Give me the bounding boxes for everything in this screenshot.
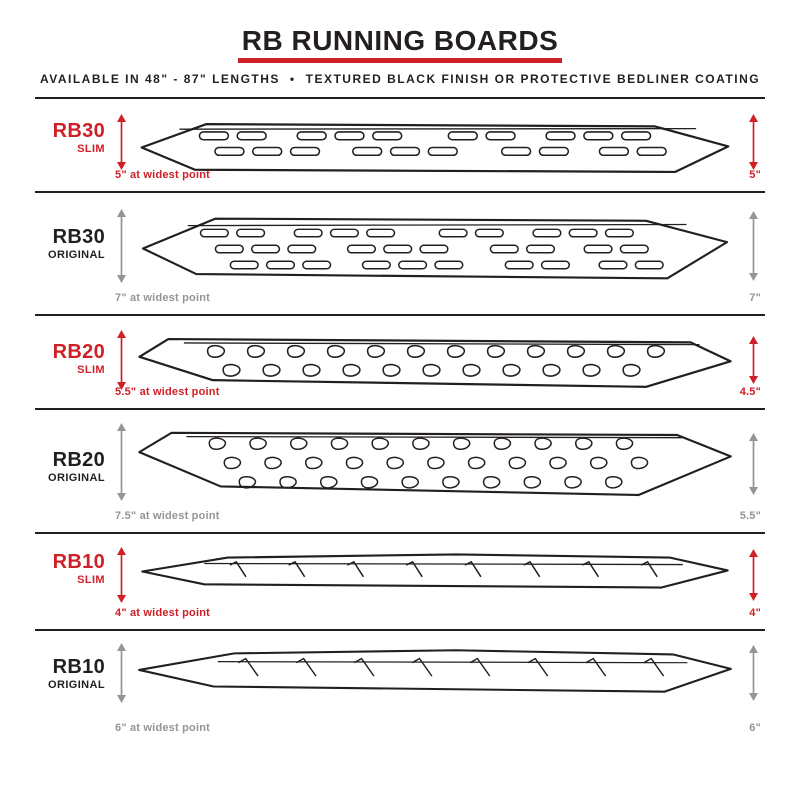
width-measure-arrow — [115, 113, 128, 171]
height-note: 4" — [749, 607, 761, 620]
page-header: RB RUNNING BOARDS AVAILABLE IN 48" - 87"… — [0, 0, 800, 87]
height-note: 7" — [749, 292, 761, 305]
height-measure-arrow — [747, 210, 760, 282]
model-variant: SLIM — [77, 143, 105, 156]
height-measure-arrow — [747, 548, 760, 602]
height-measure-arrow — [747, 113, 760, 171]
model-name: RB10 — [52, 551, 105, 574]
width-note: 4" at widest point — [115, 607, 210, 620]
width-measure-arrow — [115, 642, 128, 704]
board-row-rb20-slim: RB20 SLIM 5.5" at widest point 4.5" — [35, 314, 765, 408]
model-name: RB10 — [52, 656, 105, 679]
width-note: 7.5" at widest point — [115, 510, 220, 523]
width-measure-arrow — [115, 329, 128, 391]
height-note: 4.5" — [739, 386, 761, 399]
board-row-rb10-slim: RB10 SLIM 4" at widest point 4" — [35, 532, 765, 629]
model-label: RB30 ORIGINAL — [35, 227, 105, 261]
height-note: 5" — [749, 169, 761, 182]
width-measure-arrow — [115, 546, 128, 604]
width-note: 5.5" at widest point — [115, 386, 220, 399]
width-note: 6" at widest point — [115, 722, 210, 735]
model-variant: ORIGINAL — [48, 249, 105, 262]
width-note: 7" at widest point — [115, 292, 210, 305]
bullet-separator: • — [289, 72, 296, 87]
subtitle: AVAILABLE IN 48" - 87" LENGTHS • TEXTURED … — [0, 72, 800, 86]
model-label: RB20 SLIM — [35, 342, 105, 376]
rb30-slim-board-drawing — [135, 114, 735, 186]
width-measure-arrow — [115, 208, 128, 284]
height-note: 5.5" — [739, 510, 761, 523]
rb20-slim-board-drawing — [135, 329, 735, 403]
model-variant: SLIM — [77, 574, 105, 587]
height-measure-arrow — [747, 644, 760, 702]
board-row-rb30-original: RB30 ORIGINAL 7" at widest point 7" — [35, 191, 765, 314]
rb10-original-board-drawing — [135, 643, 735, 706]
board-comparison-list: RB30 SLIM 5" at widest point 5" RB30 ORI… — [35, 97, 765, 744]
model-label: RB10 ORIGINAL — [35, 657, 105, 691]
rb10-slim-board-drawing — [135, 548, 735, 600]
model-name: RB30 — [52, 120, 105, 143]
model-variant: ORIGINAL — [48, 679, 105, 692]
board-row-rb30-slim: RB30 SLIM 5" at widest point 5" — [35, 97, 765, 191]
subtitle-finish: TEXTURED BLACK FINISH OR PROTECTIVE BEDL… — [305, 72, 761, 87]
model-name: RB30 — [52, 226, 105, 249]
model-name: RB20 — [52, 449, 105, 472]
rb30-original-board-drawing — [135, 208, 735, 294]
width-measure-arrow — [115, 422, 128, 502]
model-label: RB20 ORIGINAL — [35, 450, 105, 484]
model-label: RB30 SLIM — [35, 121, 105, 155]
subtitle-lengths: AVAILABLE IN 48" - 87" LENGTHS — [39, 72, 280, 87]
height-measure-arrow — [747, 432, 760, 496]
height-note: 6" — [749, 722, 761, 735]
rb20-original-board-drawing — [135, 422, 735, 513]
board-row-rb20-original: RB20 ORIGINAL 7.5" at widest point 5.5" — [35, 408, 765, 532]
model-label: RB10 SLIM — [35, 552, 105, 586]
height-measure-arrow — [747, 335, 760, 385]
page-title: RB RUNNING BOARDS — [237, 26, 563, 64]
width-note: 5" at widest point — [115, 169, 210, 182]
board-row-rb10-original: RB10 ORIGINAL 6" at widest point 6" — [35, 629, 765, 744]
model-variant: SLIM — [77, 364, 105, 377]
model-variant: ORIGINAL — [48, 472, 105, 485]
model-name: RB20 — [52, 341, 105, 364]
